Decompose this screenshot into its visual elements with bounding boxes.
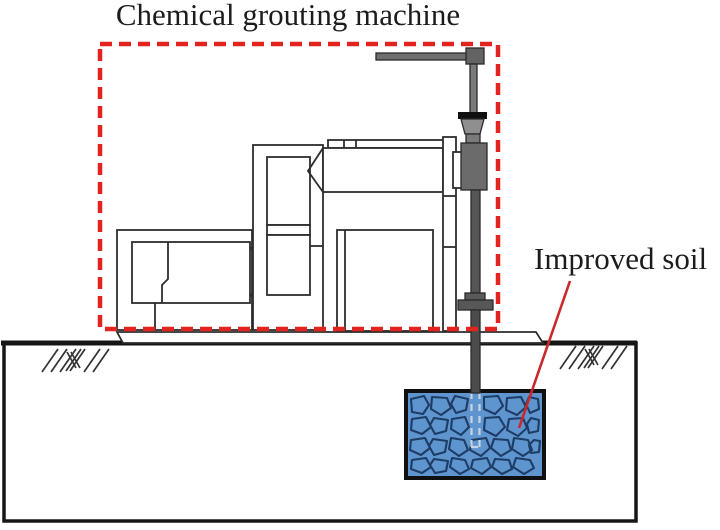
top-arm <box>375 52 471 61</box>
mid-rod <box>470 189 481 294</box>
right-ground-hatch <box>559 345 628 370</box>
improved-soil-label: Improved soil <box>534 241 708 276</box>
taper-coupling <box>460 118 485 135</box>
flange-ring <box>458 112 487 119</box>
upper-rod <box>469 63 478 114</box>
collar-cap <box>464 292 486 301</box>
swivel-block <box>460 142 488 191</box>
machine-platform <box>115 331 545 344</box>
rod-dashed-outline <box>470 392 481 449</box>
machine-boundary-dashed-box <box>97 41 501 332</box>
lower-rod <box>470 309 481 394</box>
machine-outline <box>115 136 545 344</box>
drill-rod <box>375 47 494 394</box>
neck <box>465 133 481 144</box>
soil-crack-texture <box>408 394 542 476</box>
collar-flange <box>457 299 494 311</box>
diagram-title: Chemical grouting machine <box>115 0 461 32</box>
arm-junction-block <box>465 47 485 65</box>
improved-soil-leader-line <box>517 280 572 429</box>
improved-soil-block <box>404 389 546 480</box>
left-ground-hatch <box>41 348 110 373</box>
